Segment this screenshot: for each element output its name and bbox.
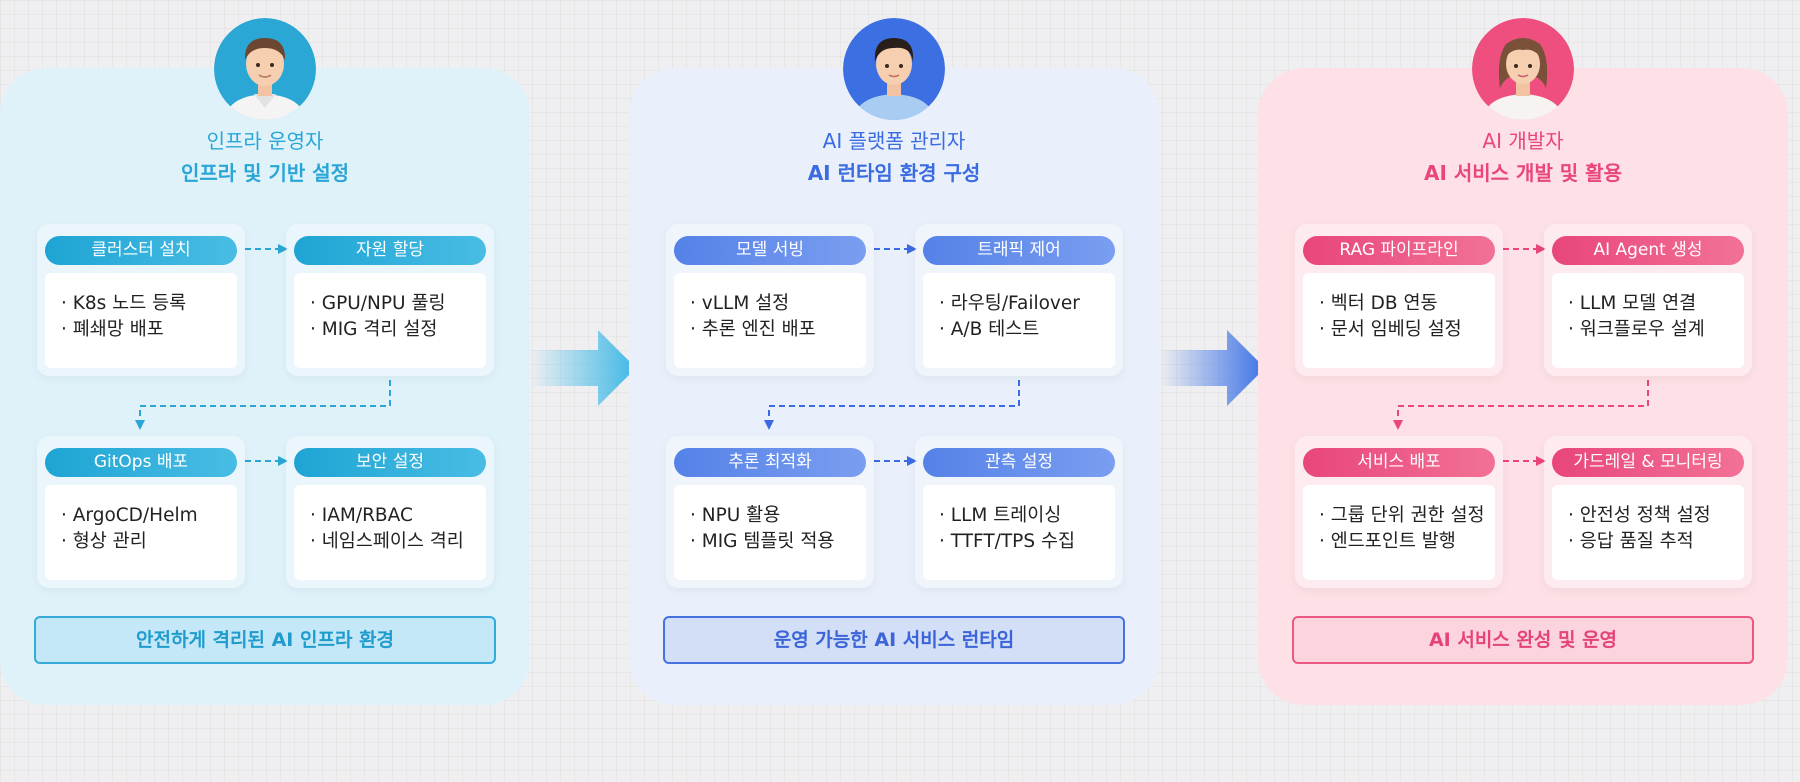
- step-card: GitOps 배포 · ArgoCD/Helm · 형상 관리: [37, 436, 245, 588]
- step-label: GitOps 배포: [45, 448, 237, 477]
- step-label: RAG 파이프라인: [1303, 236, 1495, 265]
- role-title: AI 플랫폼 관리자: [822, 129, 966, 153]
- step-detail: · MIG 격리 설정: [310, 319, 438, 340]
- role-subtitle: AI 서비스 개발 및 활용: [1424, 161, 1622, 185]
- step-detail: · 워크플로우 설계: [1568, 319, 1705, 340]
- step-detail: · K8s 노드 등록: [61, 293, 187, 314]
- role-title: AI 개발자: [1482, 129, 1564, 153]
- step-label: AI Agent 생성: [1552, 236, 1744, 265]
- role-title: 인프라 운영자: [206, 129, 324, 153]
- step-detail: · NPU 활용: [690, 505, 781, 526]
- step-card: 관측 설정 · LLM 트레이싱 · TTFT/TPS 수집: [915, 436, 1123, 588]
- step-detail: · ArgoCD/Helm: [61, 505, 198, 526]
- step-label: 클러스터 설치: [45, 236, 237, 265]
- step-card: AI Agent 생성 · LLM 모델 연결 · 워크플로우 설계: [1544, 224, 1752, 376]
- step-detail: · A/B 테스트: [939, 319, 1040, 340]
- male-avatar-icon: [214, 18, 316, 120]
- step-detail: · 폐쇄망 배포: [61, 319, 164, 340]
- step-detail: · 엔드포인트 발행: [1319, 531, 1456, 552]
- role-subtitle: 인프라 및 기반 설정: [180, 161, 350, 185]
- step-detail: · 그룹 단위 권한 설정: [1319, 505, 1485, 526]
- step-detail: · IAM/RBAC: [310, 505, 413, 526]
- role-subtitle: AI 런타임 환경 구성: [807, 161, 981, 185]
- step-card: 모델 서빙 · vLLM 설정 · 추론 엔진 배포: [666, 224, 874, 376]
- step-card: 추론 최적화 · NPU 활용 · MIG 템플릿 적용: [666, 436, 874, 588]
- step-label: 가드레일 & 모니터링: [1552, 448, 1744, 477]
- step-detail: · 안전성 정책 설정: [1568, 505, 1711, 526]
- outcome-banner: AI 서비스 완성 및 운영: [1292, 616, 1754, 664]
- step-card: RAG 파이프라인 · 벡터 DB 연동 · 문서 임베딩 설정: [1295, 224, 1503, 376]
- step-card: 자원 할당 · GPU/NPU 풀링 · MIG 격리 설정: [286, 224, 494, 376]
- step-label: 트래픽 제어: [923, 236, 1115, 265]
- female-admin-avatar-icon: [843, 18, 945, 120]
- female-developer-avatar-icon: [1472, 18, 1574, 120]
- step-label: 서비스 배포: [1303, 448, 1495, 477]
- step-detail: · 형상 관리: [61, 531, 147, 552]
- step-label: 자원 할당: [294, 236, 486, 265]
- step-detail: · 네임스페이스 격리: [310, 531, 464, 552]
- step-detail: · 추론 엔진 배포: [690, 319, 816, 340]
- step-label: 보안 설정: [294, 448, 486, 477]
- infra-operator-panel: 인프라 운영자 인프라 및 기반 설정 클러스터 설치 · K8s 노드 등록 …: [0, 18, 530, 705]
- flow-arrow-1: [530, 330, 636, 406]
- step-label: 모델 서빙: [674, 236, 866, 265]
- step-detail: · vLLM 설정: [690, 293, 790, 314]
- step-card: 보안 설정 · IAM/RBAC · 네임스페이스 격리: [286, 436, 494, 588]
- step-card: 가드레일 & 모니터링 · 안전성 정책 설정 · 응답 품질 추적: [1544, 436, 1752, 588]
- step-card: 서비스 배포 · 그룹 단위 권한 설정 · 엔드포인트 발행: [1295, 436, 1503, 588]
- outcome-banner: 운영 가능한 AI 서비스 런타임: [663, 616, 1125, 664]
- outcome-banner: 안전하게 격리된 AI 인프라 환경: [34, 616, 496, 664]
- step-detail: · TTFT/TPS 수집: [939, 531, 1076, 552]
- step-label: 추론 최적화: [674, 448, 866, 477]
- step-card: 트래픽 제어 · 라우팅/Failover · A/B 테스트: [915, 224, 1123, 376]
- ai-developer-panel: AI 개발자 AI 서비스 개발 및 활용 RAG 파이프라인 · 벡터 DB …: [1258, 18, 1788, 705]
- step-detail: · 응답 품질 추적: [1568, 531, 1694, 552]
- flow-arrow-2: [1159, 330, 1265, 406]
- step-detail: · 라우팅/Failover: [939, 293, 1080, 314]
- step-detail: · 벡터 DB 연동: [1319, 293, 1438, 314]
- step-label: 관측 설정: [923, 448, 1115, 477]
- step-card: 클러스터 설치 · K8s 노드 등록 · 폐쇄망 배포: [37, 224, 245, 376]
- step-detail: · LLM 모델 연결: [1568, 293, 1697, 314]
- step-detail: · GPU/NPU 풀링: [310, 293, 446, 314]
- step-detail: · MIG 템플릿 적용: [690, 531, 835, 552]
- step-detail: · LLM 트레이싱: [939, 505, 1062, 526]
- step-detail: · 문서 임베딩 설정: [1319, 319, 1462, 340]
- ai-platform-admin-panel: AI 플랫폼 관리자 AI 런타임 환경 구성 모델 서빙 · vLLM 설정 …: [629, 18, 1159, 705]
